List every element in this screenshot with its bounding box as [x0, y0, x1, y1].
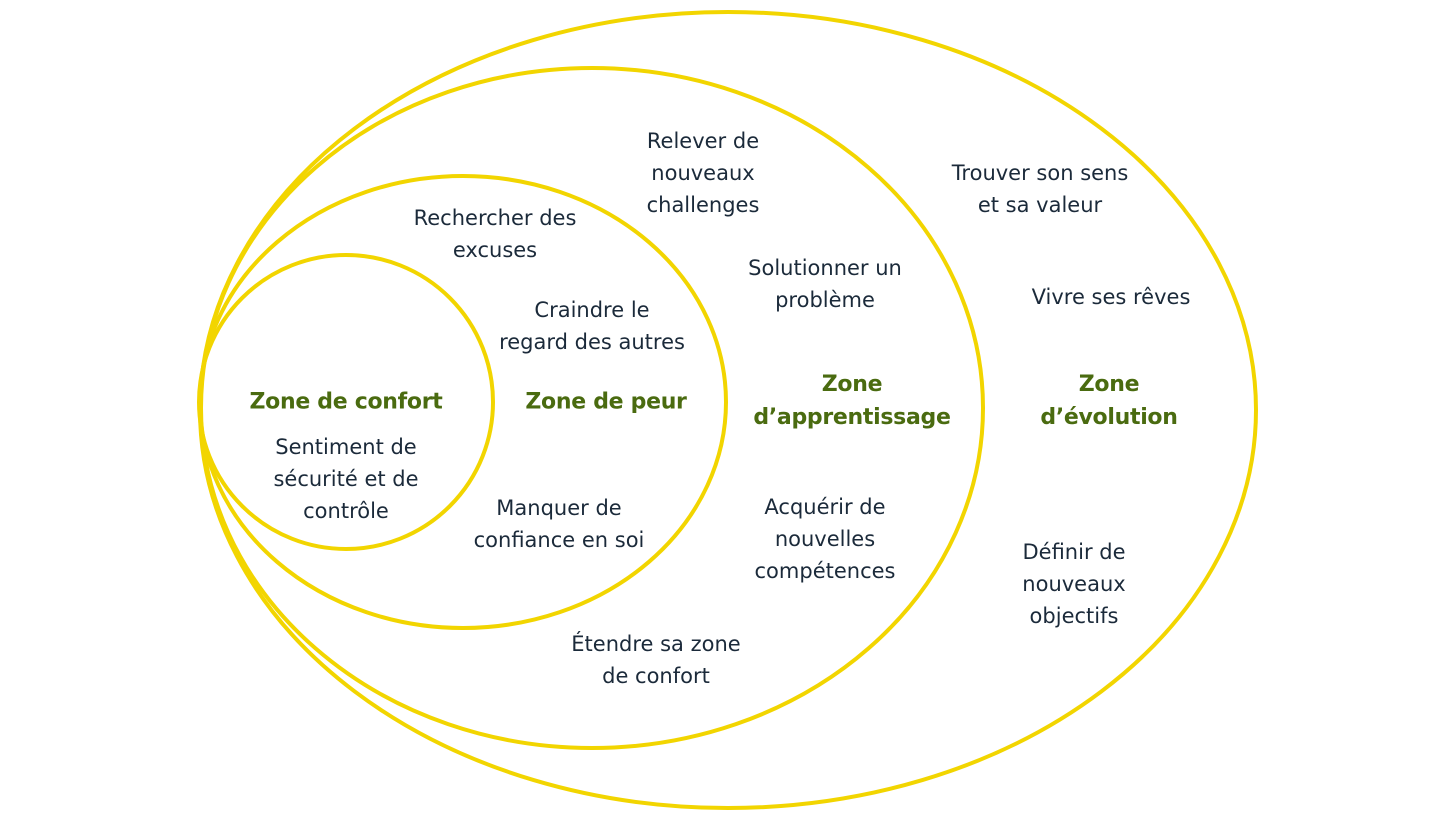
item-solutionner-probleme: Solutionner un problème: [748, 256, 902, 312]
item-craindre-regard: Craindre le regard des autres: [499, 298, 685, 354]
ring-confort: [197, 253, 495, 551]
item-acquerir-competences: Acquérir de nouvelles compétences: [754, 495, 896, 583]
zone-title-confort: Zone de confort: [249, 389, 443, 415]
item-vivre-reves: Vivre ses rêves: [1031, 285, 1191, 309]
item-trouver-sens: Trouver son sens et sa valeur: [951, 161, 1129, 217]
zone-title-apprentissage: Zone d’apprentissage: [753, 372, 951, 430]
zone-title-evolution: Zone d’évolution: [1040, 372, 1178, 430]
item-securite-controle: Sentiment de sécurité et de contrôle: [273, 435, 419, 523]
item-rechercher-excuses: Rechercher des excuses: [413, 206, 577, 262]
item-definir-objectifs: Définir de nouveaux objectifs: [1022, 540, 1126, 628]
item-manquer-confiance: Manquer de confiance en soi: [473, 496, 645, 552]
item-relever-challenges: Relever de nouveaux challenges: [646, 129, 760, 217]
zone-title-peur: Zone de peur: [525, 389, 687, 415]
item-etendre-zone: Étendre sa zone de confort: [571, 632, 741, 688]
